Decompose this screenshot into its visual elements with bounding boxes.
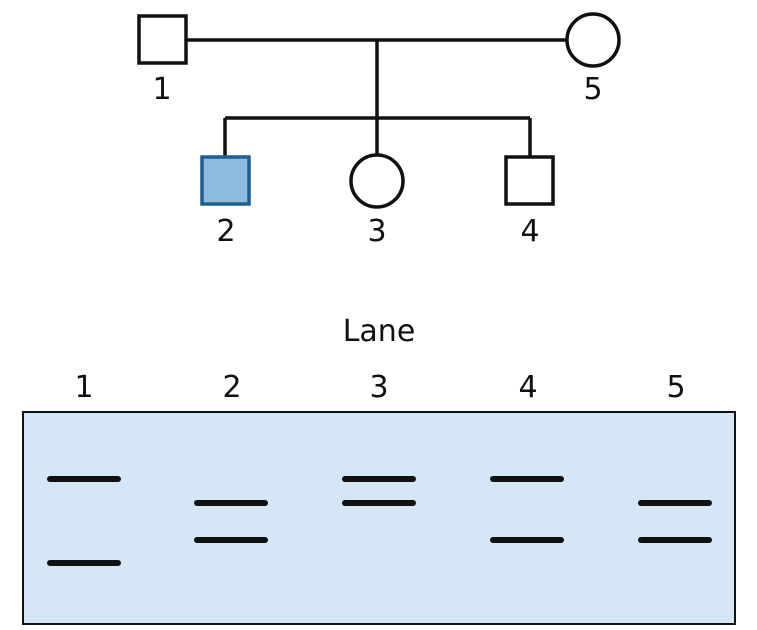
lane-number-4: 4 — [518, 370, 537, 405]
individual-5-label: 5 — [583, 72, 602, 107]
individual-3-female-symbol — [349, 153, 405, 209]
individual-1-male-symbol — [137, 14, 188, 65]
gel-bands — [47, 476, 712, 566]
individual-1-label: 1 — [152, 72, 171, 107]
gel-background — [22, 411, 736, 625]
pedigree-lines — [186, 38, 567, 157]
gel-title: Lane — [343, 314, 416, 349]
lane-number-3: 3 — [369, 370, 388, 405]
individual-2-affected-male-symbol — [200, 155, 251, 206]
lane-number-5: 5 — [666, 370, 685, 405]
individual-5-female-symbol — [565, 12, 621, 68]
individual-3-label: 3 — [367, 214, 386, 249]
individual-2-label: 2 — [216, 214, 235, 249]
lane-number-1: 1 — [74, 370, 93, 405]
individual-4-male-symbol — [504, 155, 555, 206]
individual-4-label: 4 — [520, 214, 539, 249]
lane-number-2: 2 — [222, 370, 241, 405]
